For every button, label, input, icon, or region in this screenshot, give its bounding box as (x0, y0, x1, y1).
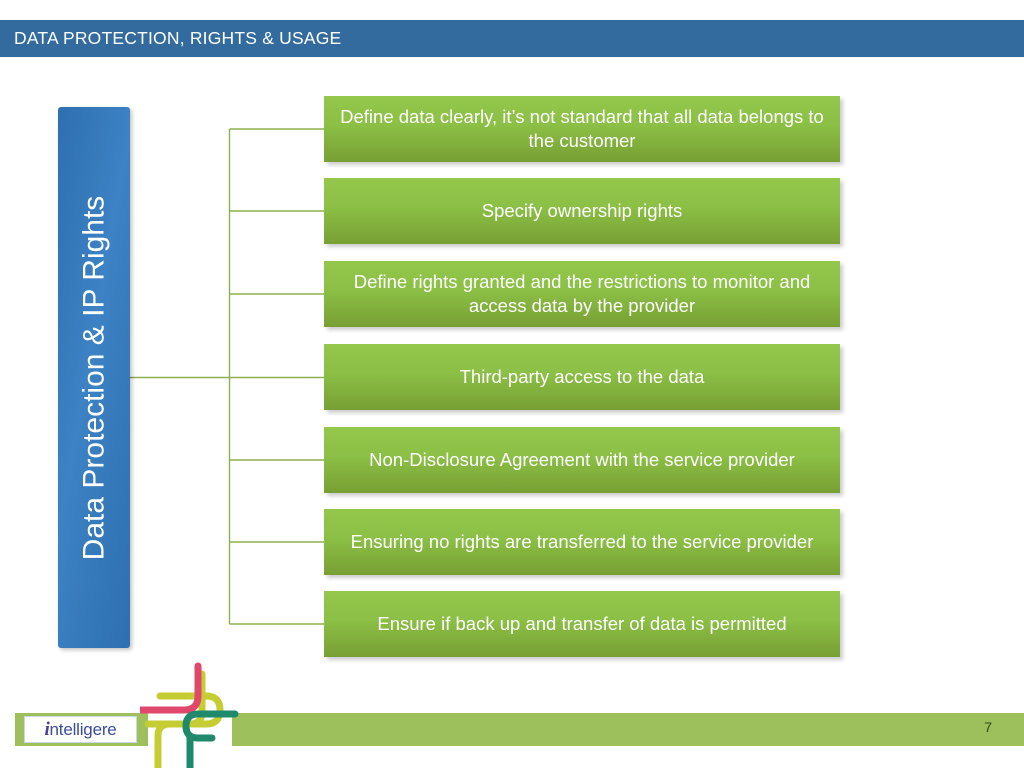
logo-rest: ntelligere (49, 719, 117, 739)
logo-i-glyph: i (44, 718, 50, 740)
content-box-text: Ensuring no rights are transferred to th… (350, 530, 814, 552)
intelligere-logo: intelligere (24, 716, 137, 743)
content-box-5[interactable]: Non-Disclosure Agreement with the servic… (324, 427, 840, 493)
content-box-4[interactable]: Third-party access to the data (324, 344, 840, 410)
content-box-7[interactable]: Ensure if back up and transfer of data i… (324, 591, 840, 657)
content-box-2[interactable]: Specify ownership rights (324, 178, 840, 244)
content-box-text: Define data clearly, it’s not standard t… (340, 105, 824, 151)
content-box-3[interactable]: Define rights granted and the restrictio… (324, 261, 840, 327)
logo-text: intelligere (44, 719, 116, 741)
content-box-1[interactable]: Define data clearly, it’s not standard t… (324, 96, 840, 162)
page-number: 7 (984, 719, 992, 735)
footer-bar (232, 713, 1024, 746)
content-box-text: Third-party access to the data (459, 365, 705, 387)
content-box-text: Define rights granted and the restrictio… (353, 270, 811, 316)
content-box-6[interactable]: Ensuring no rights are transferred to th… (324, 509, 840, 575)
content-box-text: Ensure if back up and transfer of data i… (377, 612, 787, 634)
category-bar-label: Data Protection & IP Rights (77, 195, 111, 560)
category-bar: Data Protection & IP Rights (58, 107, 130, 648)
content-box-text: Non-Disclosure Agreement with the servic… (369, 448, 795, 470)
intelligere-pipes-logo-icon (140, 662, 239, 768)
page-title: DATA PROTECTION, RIGHTS & USAGE (14, 28, 342, 48)
content-box-text: Specify ownership rights (481, 199, 683, 221)
slide-header-bar: DATA PROTECTION, RIGHTS & USAGE (0, 20, 1024, 57)
